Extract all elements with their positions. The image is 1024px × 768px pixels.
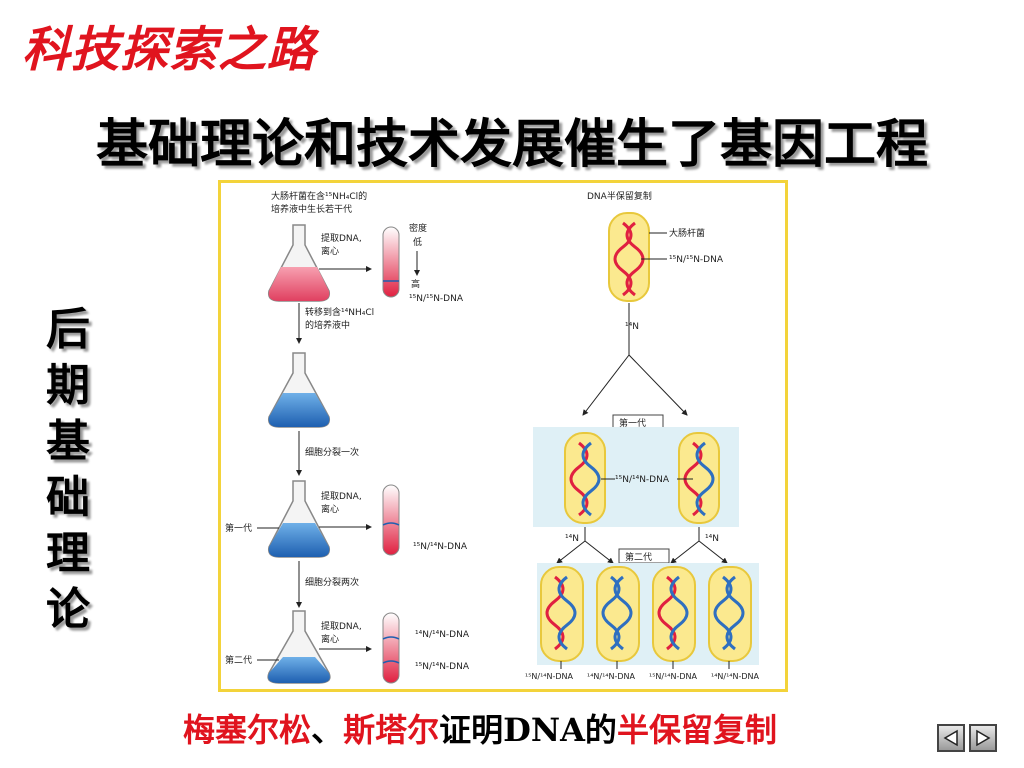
triangle-right-icon: [976, 729, 991, 747]
gen1-label: 第一代: [225, 522, 252, 534]
slide-section-title: 科技探索之路: [22, 22, 317, 78]
side-char: 期: [46, 360, 90, 411]
gen2-label: 第二代: [225, 654, 252, 666]
divide-twice-label: 细胞分裂两次: [305, 576, 359, 588]
caption-term: 半保留复制: [616, 711, 777, 749]
centrifuge-tube: [382, 484, 400, 556]
ecoli-gen2-2: [596, 566, 640, 662]
bottom-label: ¹⁴N/¹⁴N-DNA: [587, 672, 636, 681]
side-char: 基: [46, 416, 90, 467]
high-label: 高: [411, 278, 420, 290]
flask-gen1: [267, 480, 331, 558]
previous-slide-button[interactable]: [937, 724, 965, 752]
label-15-15: ¹⁵N/¹⁵N-DNA: [409, 294, 464, 304]
next-slide-button[interactable]: [969, 724, 997, 752]
label-15-14: ¹⁵N/¹⁴N-DNA: [413, 542, 468, 552]
ecoli-label: 大肠杆菌: [669, 227, 705, 239]
centrifuge-tube: [382, 612, 400, 684]
extract-label: 提取DNA,: [321, 491, 362, 502]
slide-caption: 梅塞尔松、斯塔尔证明DNA的半保留复制: [0, 705, 960, 751]
figure-canvas: 大肠杆菌在含¹⁵NH₄Cl的 培养液中生长若干代 提取DNA, 离心 密度 低 …: [225, 190, 760, 684]
ecoli-gen1-b: [678, 432, 720, 524]
flask-gen2: [267, 610, 331, 684]
side-char: 理: [46, 528, 90, 579]
extract-label: 提取DNA,: [321, 621, 362, 632]
bottom-label: ¹⁵N/¹⁴N-DNA: [525, 672, 574, 681]
ecoli-gen2-1: [540, 566, 584, 662]
transfer-label: 的培养液中: [305, 319, 350, 331]
slide-main-title: 基础理论和技术发展催生了基因工程: [95, 114, 928, 175]
label-15-15: ¹⁵N/¹⁵N-DNA: [669, 255, 724, 265]
flask-blue: [267, 352, 331, 428]
divide-once-label: 细胞分裂一次: [305, 446, 359, 458]
caption-mid: 证明DNA的: [439, 711, 617, 749]
side-vertical-label: 后 期 基 础 理 论: [40, 302, 96, 638]
extract-label: 离心: [321, 633, 339, 645]
caption-sep: 、: [311, 711, 344, 749]
experiment-figure: 大肠杆菌在含¹⁵NH₄Cl的 培养液中生长若干代 提取DNA, 离心 密度 低 …: [218, 180, 788, 692]
side-char: 后: [46, 304, 90, 355]
n14-label: ¹⁴N: [705, 534, 719, 544]
gen2-label: 第二代: [625, 551, 652, 563]
label-15-14: ¹⁵N/¹⁴N-DNA: [615, 475, 670, 485]
ecoli-gen2-4: [708, 566, 752, 662]
caption-name2: 斯塔尔: [343, 711, 440, 749]
bottom-label: ¹⁴N/¹⁴N-DNA: [711, 672, 760, 681]
n14-label: ¹⁴N: [565, 534, 579, 544]
density-label: 密度: [409, 222, 427, 234]
triangle-left-icon: [943, 729, 958, 747]
intro-line2: 培养液中生长若干代: [271, 203, 352, 215]
ecoli-top: [608, 212, 650, 302]
ecoli-gen2-3: [652, 566, 696, 662]
caption-name1: 梅塞尔松: [183, 711, 312, 749]
side-char: 论: [46, 584, 90, 635]
flask-pink: [267, 224, 331, 302]
extract-label: 离心: [321, 503, 339, 515]
bottom-label: ¹⁵N/¹⁴N-DNA: [649, 672, 698, 681]
intro-line1: 大肠杆菌在含¹⁵NH₄Cl的: [271, 190, 367, 202]
extract-label: 提取DNA,: [321, 233, 362, 244]
gen1-label: 第一代: [619, 417, 646, 429]
ecoli-gen1-a: [564, 432, 606, 524]
label-14-14: ¹⁴N/¹⁴N-DNA: [415, 630, 470, 640]
centrifuge-tube: [382, 226, 400, 298]
label-15-14: ¹⁵N/¹⁴N-DNA: [415, 662, 470, 672]
extract-label: 离心: [321, 245, 339, 257]
low-label: 低: [413, 236, 422, 248]
right-title: DNA半保留复制: [587, 190, 652, 202]
n14-label: ¹⁴N: [625, 322, 639, 332]
side-char: 础: [46, 472, 90, 523]
transfer-label: 转移到含¹⁴NH₄Cl: [305, 306, 374, 318]
